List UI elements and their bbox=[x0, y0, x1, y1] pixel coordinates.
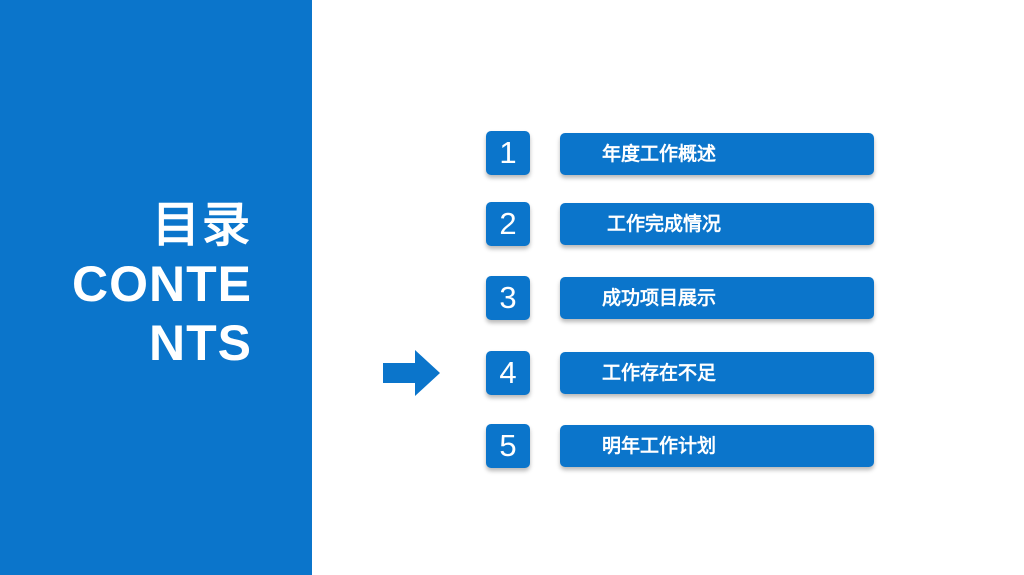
title-english: CONTENTS bbox=[72, 256, 252, 371]
title-block: 目录 CONTENTS bbox=[52, 195, 252, 373]
toc-label-4[interactable]: 工作存在不足 bbox=[560, 352, 874, 394]
toc-number-3: 3 bbox=[486, 276, 530, 320]
toc-label-1[interactable]: 年度工作概述 bbox=[560, 133, 874, 175]
right-arrow-icon bbox=[383, 350, 440, 396]
toc-number-4: 4 bbox=[486, 351, 530, 395]
toc-label-3[interactable]: 成功项目展示 bbox=[560, 277, 874, 319]
title-chinese: 目录 bbox=[151, 197, 252, 253]
toc-item-5[interactable]: 5 明年工作计划 bbox=[0, 424, 1024, 468]
toc-item-3[interactable]: 3 成功项目展示 bbox=[0, 276, 1024, 320]
toc-label-2[interactable]: 工作完成情况 bbox=[560, 203, 874, 245]
toc-item-4[interactable]: 4 工作存在不足 bbox=[0, 351, 1024, 395]
toc-number-2: 2 bbox=[486, 202, 530, 246]
side-panel: 目录 CONTENTS bbox=[0, 0, 312, 575]
toc-label-5[interactable]: 明年工作计划 bbox=[560, 425, 874, 467]
toc-number-5: 5 bbox=[486, 424, 530, 468]
toc-item-2[interactable]: 2 工作完成情况 bbox=[0, 202, 1024, 246]
toc-item-1[interactable]: 1 年度工作概述 bbox=[0, 131, 1024, 175]
toc-number-1: 1 bbox=[486, 131, 530, 175]
